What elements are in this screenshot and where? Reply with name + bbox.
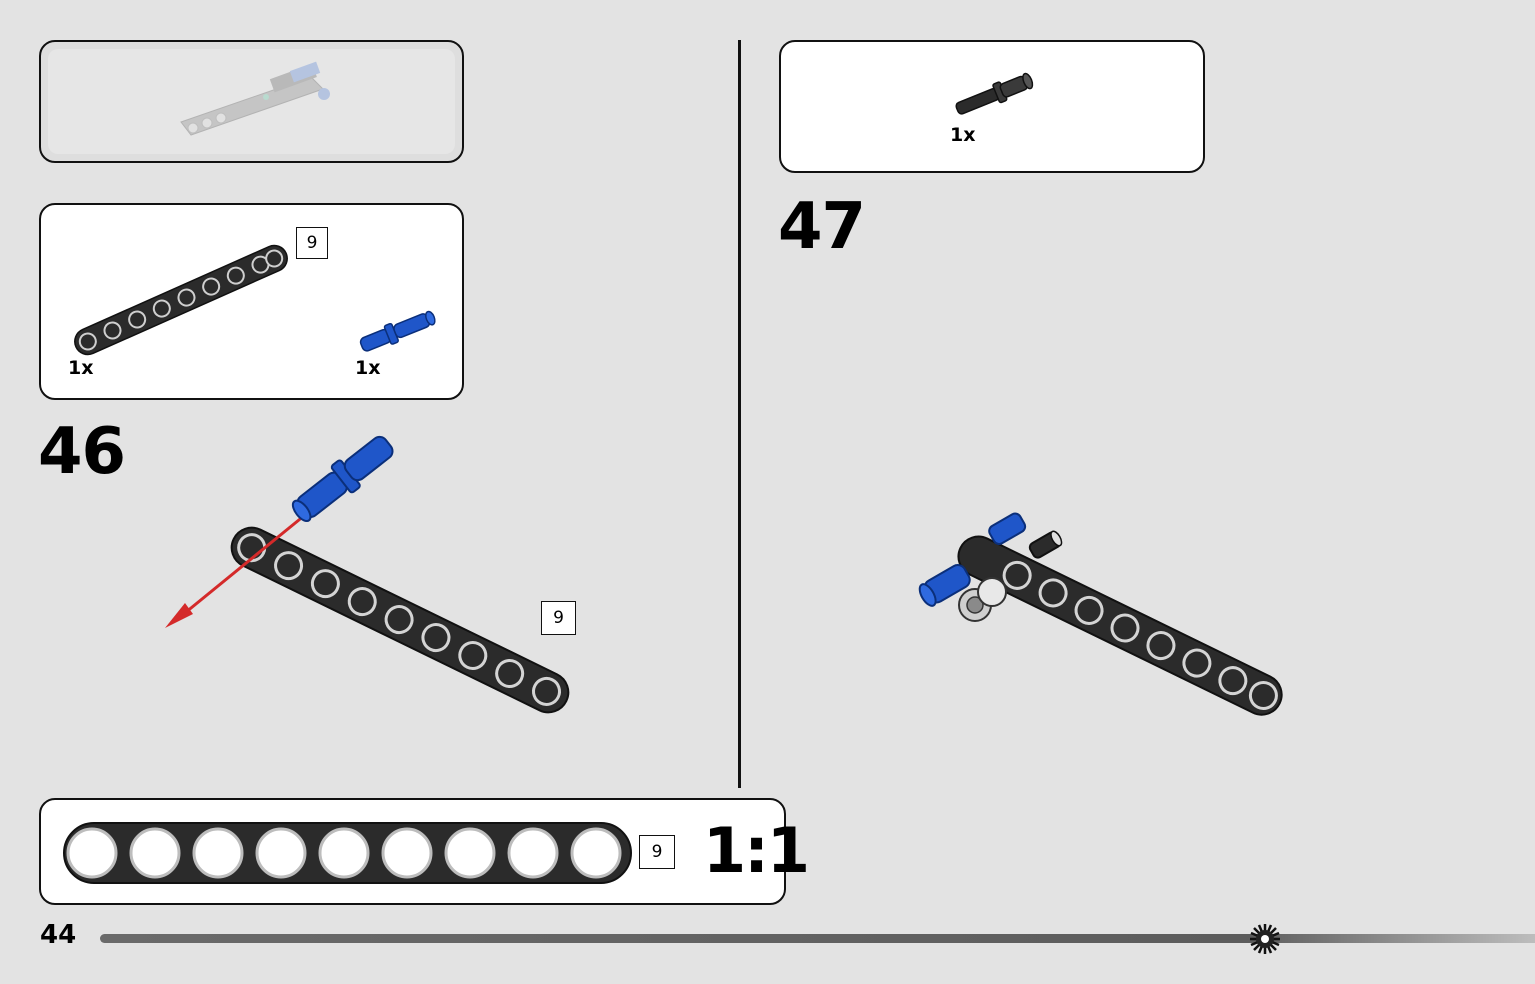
beam-9-part-image [74,244,288,356]
subassembly-preview-panel [39,40,464,163]
scale-ratio: 1:1 [703,814,810,887]
scale-length-label: 9 [639,835,675,869]
insert-direction-arrow [165,513,306,628]
page-divider [738,40,741,788]
blue-pin-assembly-image [291,435,394,523]
blue-pin-part-image [359,310,436,352]
subassembly-preview-background [48,49,455,154]
subassembly-model-image [180,61,330,136]
step-number-46: 46 [38,415,126,489]
step-46-illustration [165,435,570,714]
parts-list-panel-step-47: 1x [779,40,1205,173]
parts-list-panel-step-46: 9 1x 1x [39,203,464,400]
step-46-beam-length-label: 9 [541,601,576,635]
page-number: 44 [40,920,77,950]
axle-pin-part-image [955,72,1034,115]
scale-ruler-panel: 9 1:1 [39,798,810,905]
blue-pin-quantity: 1x [355,357,381,379]
gear-icon [1250,924,1280,954]
scale-beam-image [63,822,632,884]
beam-9-assembly-image [230,526,570,714]
beam-length-label: 9 [296,227,328,259]
axle-pin-quantity: 1x [950,124,976,146]
beam-quantity: 1x [68,357,94,379]
step-47-illustration [918,512,1283,716]
progress-bar [100,934,1535,943]
step-number-47: 47 [778,190,866,264]
